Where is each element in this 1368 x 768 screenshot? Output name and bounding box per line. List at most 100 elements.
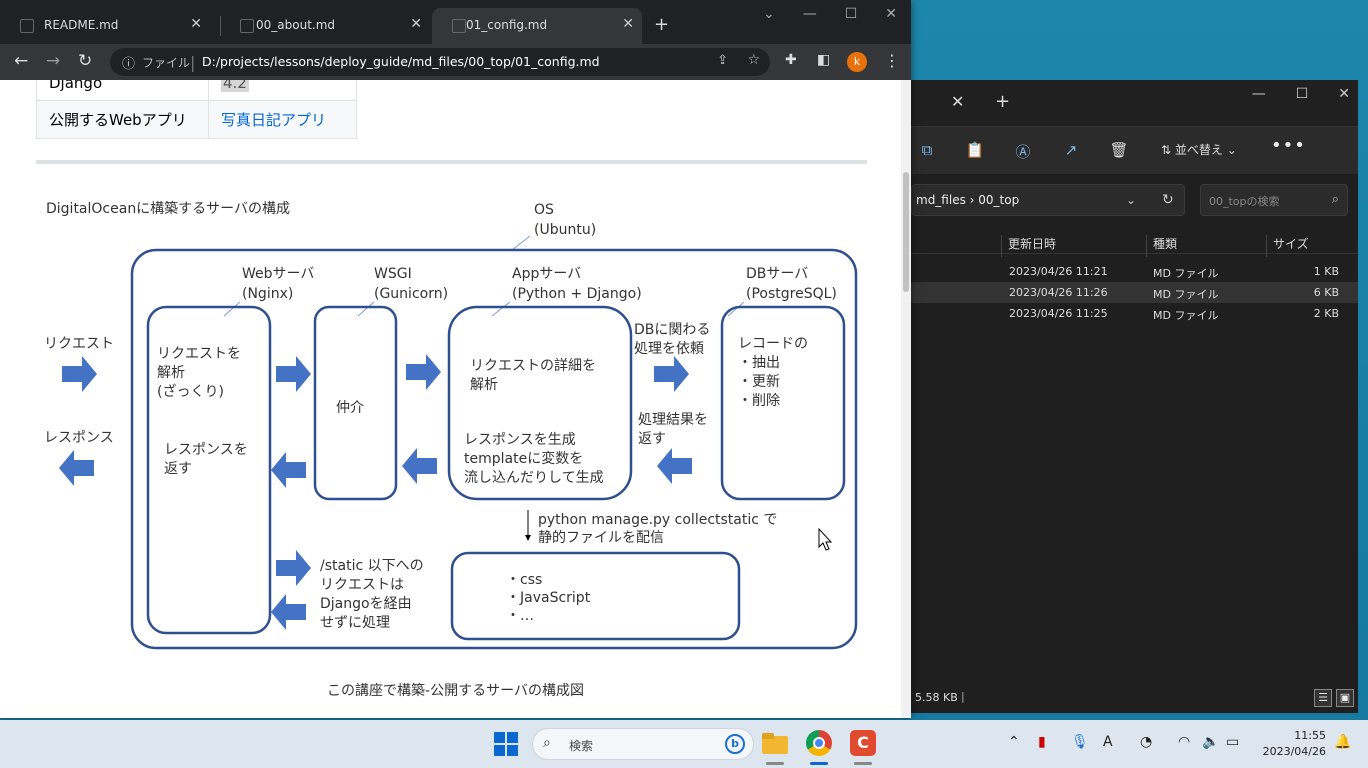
app-server-box — [447, 305, 633, 501]
tab-search-icon[interactable]: ⌄ — [762, 6, 775, 22]
tab-strip: README.md ✕ 00_about.md ✕ 01_config.md ✕… — [0, 0, 911, 44]
clock[interactable]: 11:55 2023/04/26 — [1258, 728, 1326, 760]
app-link[interactable]: 写真日記アプリ — [221, 111, 327, 129]
diagram-title: DigitalOceanに構築するサーバの構成 — [46, 201, 290, 217]
db-label: DBサーバ — [746, 266, 808, 282]
app-label: (Python + Django) — [512, 286, 642, 302]
table-cell: 公開するWebアプリ — [36, 100, 209, 139]
arrow-right — [406, 354, 441, 390]
app-icon[interactable]: C — [850, 730, 876, 765]
file-row[interactable]: 2023/04/26 11:25 MD ファイル 2 KB — [911, 303, 1358, 324]
ime-icon[interactable]: A — [1103, 734, 1113, 750]
sort-label: 並べ替え — [1174, 143, 1223, 157]
extensions-icon[interactable]: ✚ — [785, 52, 797, 68]
sync-icon[interactable]: ◔ — [1140, 734, 1153, 750]
more-icon[interactable]: ••• — [1271, 135, 1306, 156]
address-bar[interactable]: ⓘ ファイル | D:/projects/lessons/deploy_guid… — [110, 48, 770, 76]
share-icon[interactable]: ↗ — [1064, 141, 1078, 159]
diagram-caption: この講座で構築-公開するサーバの構成図 — [327, 683, 584, 699]
address-bar[interactable]: md_files › 00_top ⌄ ↻ — [911, 184, 1185, 216]
close-icon[interactable]: ✕ — [885, 6, 897, 22]
close-icon[interactable]: ✕ — [1338, 86, 1350, 102]
scrollbar-thumb[interactable] — [903, 172, 909, 292]
chevron-down-icon[interactable]: ⌄ — [1126, 193, 1137, 207]
sort-button[interactable]: ⇅ 並べ替え ⌄ — [1161, 143, 1237, 157]
static-note: /static 以下への — [320, 558, 424, 574]
close-tab-icon[interactable]: ✕ — [190, 16, 202, 32]
request-arrow — [62, 356, 97, 392]
rename-icon[interactable]: Ⓐ — [1015, 143, 1031, 161]
taskbar-search-input[interactable]: ⌕ 検索 b — [532, 728, 754, 760]
app-tray-icon[interactable]: ▮ — [1038, 734, 1046, 750]
menu-icon[interactable]: ⋮ — [884, 51, 900, 70]
toolbar: ← → ↻ ⓘ ファイル | D:/projects/lessons/deplo… — [0, 44, 911, 80]
tiles-view-icon[interactable]: ▣ — [1336, 689, 1354, 707]
notification-icon[interactable]: 🔔 — [1334, 734, 1352, 750]
search-icon: ⌕ — [1331, 192, 1339, 207]
minimize-icon[interactable]: — — [802, 6, 817, 22]
avatar[interactable]: k — [847, 52, 867, 72]
column-type[interactable]: 種類 — [1146, 235, 1177, 257]
minimize-icon[interactable]: — — [1251, 86, 1266, 102]
close-tab-icon[interactable]: ✕ — [951, 92, 965, 111]
windows-start-icon[interactable] — [494, 732, 518, 756]
file-row[interactable]: 2023/04/26 11:21 MD ファイル 1 KB — [911, 261, 1358, 282]
tab-readme[interactable]: README.md ✕ — [0, 8, 210, 44]
microphone-icon[interactable]: 🎙 — [1071, 734, 1089, 750]
column-size[interactable]: サイズ — [1266, 235, 1309, 257]
scrollbar[interactable] — [901, 80, 911, 718]
divider — [36, 160, 867, 164]
app-text: 流し込んだりして生成 — [464, 470, 604, 486]
tab-label: 01_config.md — [466, 18, 548, 32]
chrome-window: README.md ✕ 00_about.md ✕ 01_config.md ✕… — [0, 0, 911, 718]
arrow-left — [271, 594, 306, 630]
chrome-icon[interactable] — [806, 730, 832, 765]
web-server-box — [146, 305, 272, 635]
new-tab-icon[interactable]: + — [995, 91, 1011, 112]
bing-icon[interactable]: b — [725, 734, 745, 754]
file-row[interactable]: 2023/04/26 11:26 MD ファイル 6 KB — [911, 282, 1358, 303]
db-text: ・抽出 — [738, 355, 780, 371]
app-text: templateに変数を — [464, 450, 583, 467]
file-explorer-icon[interactable] — [762, 730, 788, 765]
column-date[interactable]: 更新日時 — [1001, 235, 1056, 257]
db-text: ・削除 — [738, 393, 780, 409]
web-text: (ざっくり) — [157, 383, 224, 400]
web-label: (Nginx) — [242, 286, 293, 302]
db-label: (PostgreSQL) — [746, 286, 837, 302]
selection-size: 5.58 KB — [915, 691, 958, 704]
battery-icon[interactable]: ▭ — [1226, 734, 1240, 750]
speaker-icon[interactable]: 🔈 — [1202, 734, 1220, 750]
close-tab-icon[interactable]: ✕ — [622, 16, 634, 32]
breadcrumb-item[interactable]: md_files — [916, 193, 966, 207]
breadcrumb-item[interactable]: 00_top — [978, 193, 1020, 207]
explorer-search-input[interactable]: 00_topの検索 ⌕ — [1200, 184, 1348, 216]
bookmark-star-icon[interactable]: ☆ — [747, 52, 760, 68]
wsgi-label: WSGI — [374, 266, 412, 282]
copy-icon[interactable]: ⧉ — [921, 141, 933, 159]
file-date: 2023/04/26 11:26 — [1009, 286, 1108, 299]
wsgi-label: (Gunicorn) — [374, 286, 448, 302]
paste-icon[interactable]: 📋 — [965, 141, 985, 159]
maximize-icon[interactable]: ☐ — [1295, 86, 1309, 102]
file-type: MD ファイル — [1153, 267, 1219, 280]
chevron-up-icon[interactable]: ⌃ — [1008, 734, 1020, 750]
server-diagram: DigitalOceanに構築するサーバの構成 OS (Ubuntu) リクエス… — [44, 201, 858, 650]
forward-icon[interactable]: → — [46, 51, 61, 71]
tab-config[interactable]: 01_config.md ✕ — [432, 8, 642, 44]
static-files-box — [450, 551, 741, 641]
share-icon[interactable]: ⇪ — [717, 53, 728, 68]
wifi-icon[interactable]: ◠ — [1178, 734, 1191, 750]
new-tab-icon[interactable]: + — [654, 14, 670, 35]
delete-icon[interactable]: 🗑 — [1109, 141, 1129, 159]
static-note: Djangoを経由 — [320, 596, 412, 612]
maximize-icon[interactable]: ☐ — [844, 6, 858, 22]
tab-about[interactable]: 00_about.md ✕ — [220, 8, 430, 44]
info-icon[interactable]: ⓘ — [122, 57, 136, 72]
reload-icon[interactable]: ↻ — [78, 51, 93, 71]
details-view-icon[interactable]: ☰ — [1314, 689, 1332, 707]
close-tab-icon[interactable]: ✕ — [410, 16, 422, 32]
back-icon[interactable]: ← — [14, 51, 29, 71]
refresh-icon[interactable]: ↻ — [1162, 192, 1174, 208]
side-panel-icon[interactable]: ◧ — [817, 52, 831, 68]
